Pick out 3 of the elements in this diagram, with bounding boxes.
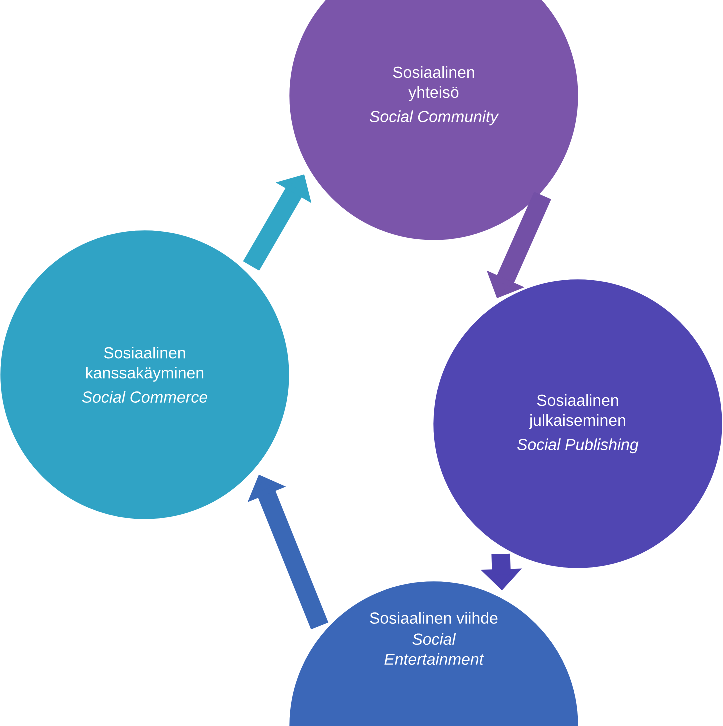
- circle-node: Sosiaalinen julkaiseminen Social Publishing: [432, 278, 723, 570]
- circle-node: Sosiaalinen viihde Social Entertainment: [288, 580, 580, 726]
- circle-node: Sosiaalinen yhteisö Social Community: [288, 0, 580, 242]
